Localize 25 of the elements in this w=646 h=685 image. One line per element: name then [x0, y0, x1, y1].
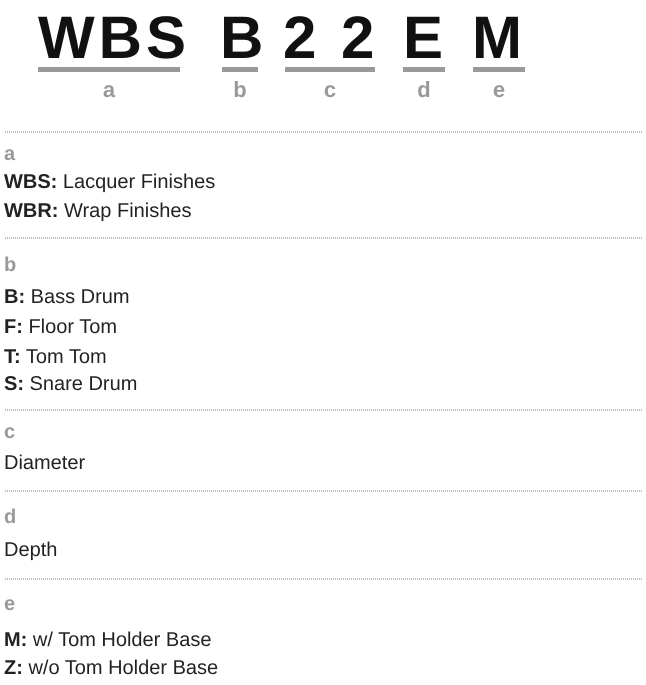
- model-code: 2 2: [283, 8, 378, 68]
- definition-text: T: Tom Tom: [4, 347, 107, 367]
- definition-text: WBS: Lacquer Finishes: [4, 172, 216, 192]
- segment-letter: b: [232, 79, 248, 101]
- model-code: M: [472, 8, 526, 68]
- definition-text: WBR: Wrap Finishes: [4, 201, 192, 221]
- model-code: E: [403, 8, 448, 68]
- definition-text: Z: w/o Tom Holder Base: [4, 658, 218, 678]
- definition-text: S: Snare Drum: [4, 374, 138, 394]
- definition-text: Depth: [4, 540, 58, 560]
- definition-text: Diameter: [4, 453, 86, 473]
- section-letter: c: [4, 422, 16, 442]
- segment-letter: a: [102, 79, 116, 101]
- section-letter: b: [4, 255, 16, 275]
- section-letter: a: [4, 144, 16, 164]
- segment-letter: d: [416, 79, 432, 101]
- section-letter: e: [4, 594, 16, 614]
- model-code: WBS: [38, 8, 190, 68]
- definition-text: F: Floor Tom: [4, 317, 117, 337]
- section-letter: d: [4, 507, 16, 527]
- definition-text: B: Bass Drum: [4, 287, 130, 307]
- segment-letter: e: [492, 79, 506, 101]
- model-code: B: [220, 8, 268, 68]
- segment-letter: c: [322, 79, 338, 101]
- definition-text: M: w/ Tom Holder Base: [4, 630, 212, 650]
